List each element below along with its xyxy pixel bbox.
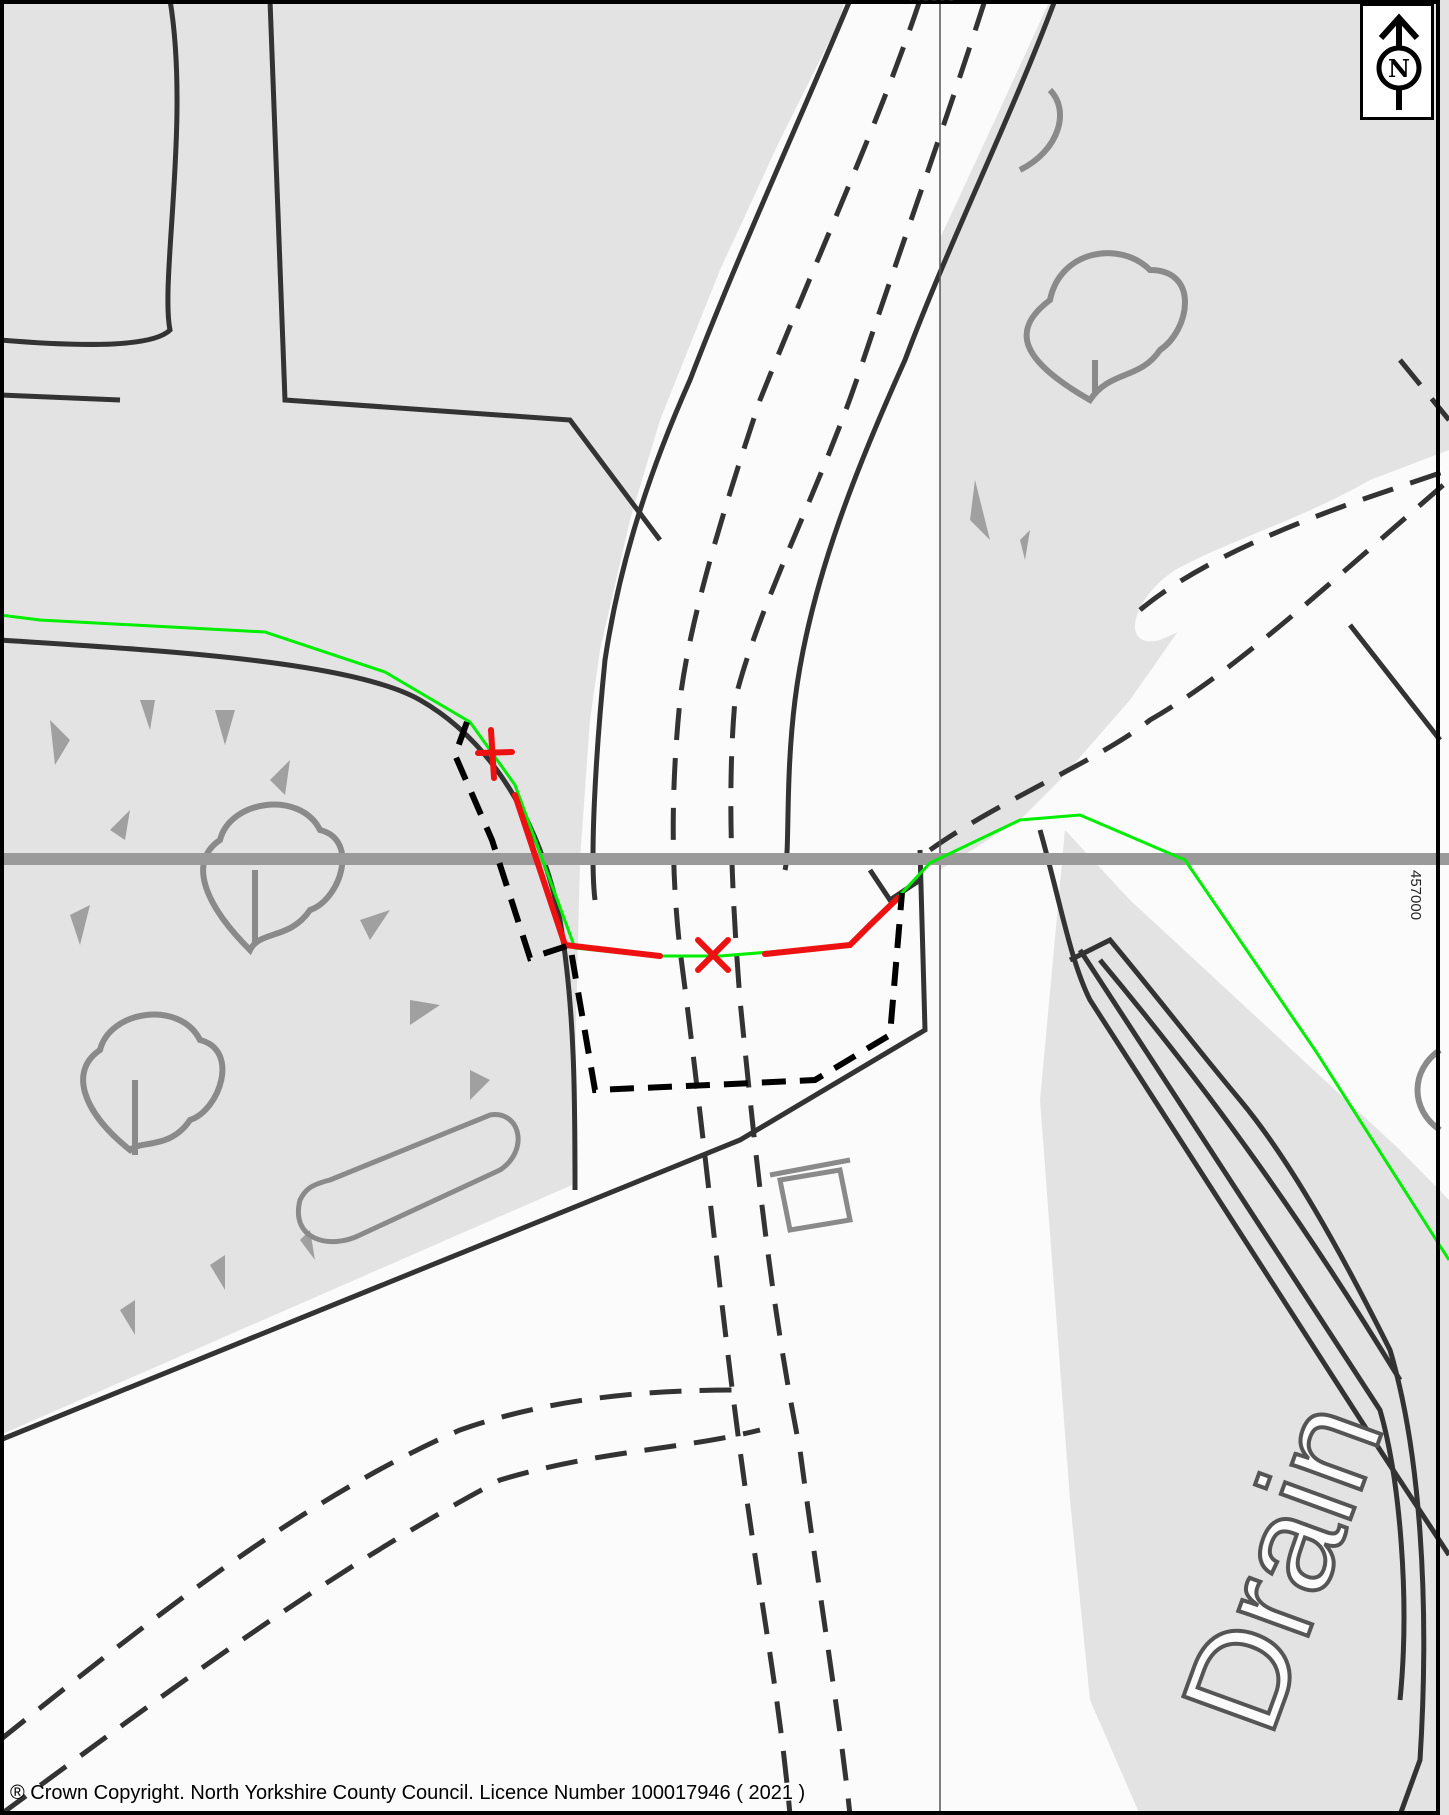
building-outline <box>769 1157 853 1233</box>
north-arrow-panel: N <box>1360 3 1434 120</box>
green-route-line <box>0 613 1449 1261</box>
black-dashed-route <box>451 720 905 1094</box>
north-arrow-icon: N <box>1376 13 1422 110</box>
cross-marker-icon <box>475 727 731 973</box>
north-arrow-letter: N <box>1388 54 1410 83</box>
grid-label-easting: 440300 <box>905 0 955 5</box>
pond-outline <box>295 1112 521 1245</box>
grid-line-horizontal <box>0 853 1449 865</box>
grid-label-northing: 457000 <box>1407 870 1424 921</box>
tree-icon <box>80 87 1442 1155</box>
copyright-notice: ® Crown Copyright. North Yorkshire Count… <box>10 1782 806 1804</box>
scrub-symbols <box>50 480 1030 1335</box>
